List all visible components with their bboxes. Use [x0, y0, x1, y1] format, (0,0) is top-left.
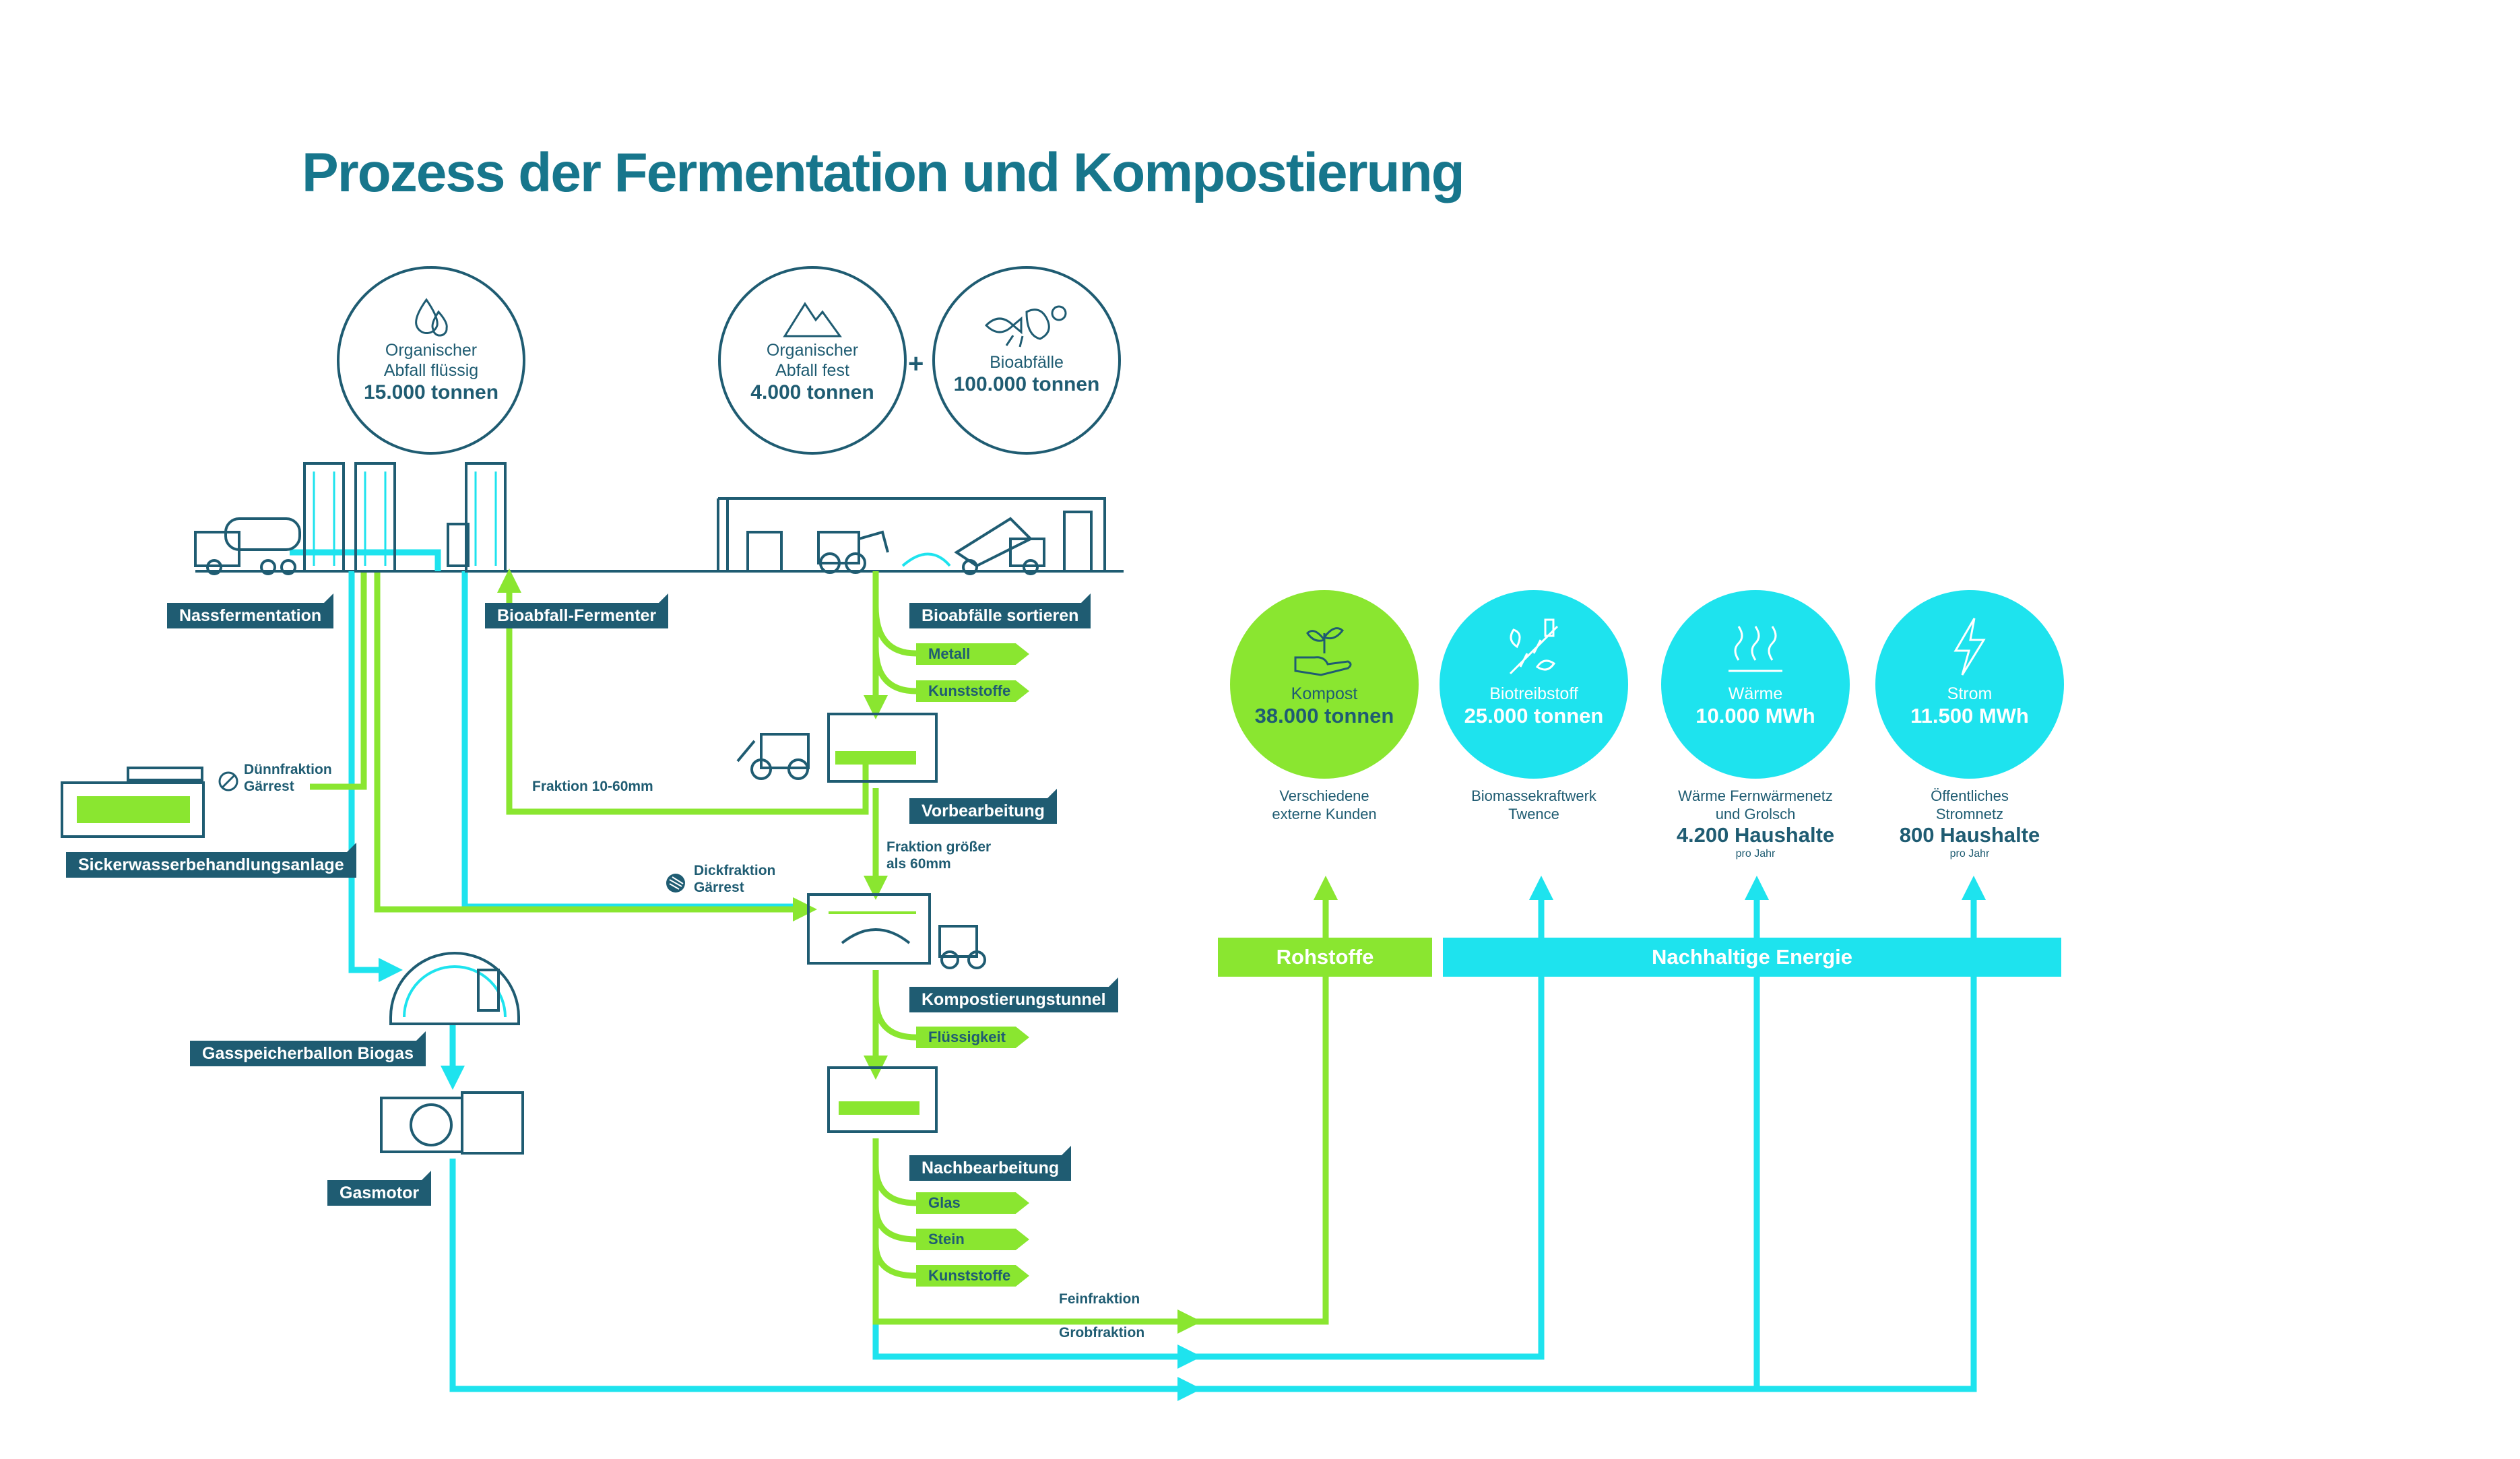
biotreibstoff-desc-1: Biomassekraftwerk: [1471, 787, 1596, 804]
note-duennfraktion-2: Gärrest: [244, 779, 294, 794]
input-solid-circle: Organischer Abfall fest 4.000 tonnen: [718, 266, 907, 455]
note-feinfraktion: Feinfraktion: [1059, 1291, 1140, 1307]
strom-per-year: pro Jahr: [1949, 848, 1990, 860]
step-nachbearbeitung: Nachbearbeitung: [909, 1146, 1072, 1181]
input-liquid-label-2: Abfall flüssig: [383, 361, 479, 380]
input-liquid-value: 15.000 tonnen: [363, 381, 499, 403]
input-liquid-circle: Organischer Abfall flüssig 15.000 tonnen: [337, 266, 525, 455]
input-bio-value: 100.000 tonnen: [953, 373, 1100, 395]
product-waerme-circle: Wärme 10.000 MWh: [1661, 590, 1850, 779]
silo-2: [354, 462, 396, 573]
step-sickerwasserbehandlungsanlage: Sickerwasserbehandlungsanlage: [66, 843, 356, 878]
water-drop-icon: [415, 298, 448, 337]
strom-desc-1: Öffentliches: [1931, 787, 2009, 804]
output-metall: Metall: [916, 643, 1029, 665]
output-fluessigkeit: Flüssigkeit: [916, 1027, 1029, 1048]
note-dickfraktion-1: Dickfraktion: [694, 863, 776, 878]
plant-hand-icon: [1294, 627, 1352, 676]
product-strom-desc: Öffentliches Stromnetz 800 Haushalte pro…: [1862, 787, 2077, 861]
waerme-households: 4.200 Haushalte: [1676, 823, 1835, 847]
strom-desc-2: Stromnetz: [1935, 806, 2004, 822]
product-biotreibstoff-circle: Biotreibstoff 25.000 tonnen: [1440, 590, 1628, 779]
product-kompost-circle: Kompost 38.000 tonnen: [1230, 590, 1419, 779]
input-bio-circle: Bioabfälle 100.000 tonnen: [932, 266, 1121, 455]
note-dickfraktion-2: Gärrest: [694, 880, 744, 895]
product-kompost-label: Kompost: [1291, 684, 1358, 703]
product-waerme-label: Wärme: [1728, 684, 1783, 703]
gas-storage-dome-icon: [389, 952, 520, 1025]
product-waerme-desc: Wärme Fernwärmenetz und Grolsch 4.200 Ha…: [1648, 787, 1863, 861]
product-biotreibstoff-desc: Biomassekraftwerk Twence: [1426, 787, 1642, 823]
kompost-desc-2: externe Kunden: [1272, 806, 1377, 822]
digestate-icon: [666, 874, 685, 893]
note-fraktion-groesser-1: Fraktion größer: [886, 839, 992, 855]
product-biotreibstoff-label: Biotreibstoff: [1489, 684, 1578, 703]
input-solid-label-1: Organischer: [766, 341, 859, 360]
kompost-desc-1: Verschiedene: [1279, 787, 1369, 804]
product-waerme-value: 10.000 MWh: [1695, 704, 1815, 727]
biofuel-icon: [1509, 618, 1559, 675]
step-nassfermentation: Nassfermentation: [167, 593, 334, 628]
silo-3: [465, 462, 507, 573]
output-glas: Glas: [916, 1192, 1029, 1214]
composting-tunnel-building: [807, 893, 986, 969]
gas-engine-icon: [380, 1091, 524, 1155]
step-bioabfall-fermenter: Bioabfall-Fermenter: [485, 593, 669, 628]
input-liquid-label-1: Organischer: [385, 341, 478, 360]
page-title: Prozess der Fermentation und Kompostieru…: [302, 142, 1465, 203]
input-solid-label-2: Abfall fest: [775, 361, 849, 380]
waerme-desc-1: Wärme Fernwärmenetz: [1678, 787, 1833, 804]
product-strom-label: Strom: [1947, 684, 1993, 703]
input-bio-label: Bioabfälle: [990, 353, 1064, 372]
leachate-plant-icon: [61, 767, 205, 838]
preprocessing-building: [736, 713, 938, 783]
plus-sign: +: [908, 349, 924, 379]
input-solid-value: 4.000 tonnen: [750, 381, 874, 403]
step-gasspeicherballon: Gasspeicherballon Biogas: [190, 1031, 426, 1066]
tanker-truck-icon: [194, 517, 301, 575]
step-kompostierungstunnel: Kompostierungstunnel: [909, 977, 1118, 1012]
note-duennfraktion-1: Dünnfraktion: [244, 762, 332, 777]
tunnel-loader-icon: [938, 925, 986, 969]
no-entry-icon: [218, 771, 238, 791]
strom-households: 800 Haushalte: [1899, 823, 2040, 847]
step-vorbearbeitung: Vorbearbeitung: [909, 789, 1057, 824]
biotreibstoff-desc-2: Twence: [1508, 806, 1559, 822]
output-kunststoffe-nach: Kunststoffe: [916, 1265, 1029, 1287]
bar-rohstoffe: Rohstoffe: [1218, 938, 1432, 977]
step-gasmotor: Gasmotor: [327, 1171, 432, 1206]
note-fraktion-groesser-2: als 60mm: [886, 856, 951, 872]
output-stein: Stein: [916, 1229, 1029, 1250]
heat-icon: [1729, 626, 1782, 672]
output-kunststoffe-sort: Kunststoffe: [916, 680, 1029, 702]
step-bioabfaelle-sortieren: Bioabfälle sortieren: [909, 593, 1091, 628]
sorting-hall: [717, 497, 1106, 575]
waerme-desc-2: und Grolsch: [1715, 806, 1796, 822]
product-biotreibstoff-value: 25.000 tonnen: [1464, 704, 1604, 727]
waerme-per-year: pro Jahr: [1735, 848, 1776, 860]
silo-1: [303, 462, 345, 573]
lightning-icon: [1953, 618, 1986, 676]
postprocessing-building: [827, 1066, 938, 1133]
wheel-loader-icon: [817, 530, 889, 574]
mountain-icon: [783, 302, 842, 337]
food-waste-icon: [984, 305, 1067, 348]
product-strom-value: 11.500 MWh: [1910, 704, 2029, 727]
product-kompost-value: 38.000 tonnen: [1254, 704, 1394, 727]
product-kompost-desc: Verschiedene externe Kunden: [1217, 787, 1432, 823]
note-grobfraktion: Grobfraktion: [1059, 1325, 1145, 1340]
dump-truck-icon: [954, 517, 1045, 575]
product-strom-circle: Strom 11.500 MWh: [1875, 590, 2064, 779]
front-loader-icon: [736, 733, 810, 780]
bar-nachhaltige-energie: Nachhaltige Energie: [1443, 938, 2061, 977]
note-fraktion-10-60: Fraktion 10-60mm: [532, 779, 653, 794]
